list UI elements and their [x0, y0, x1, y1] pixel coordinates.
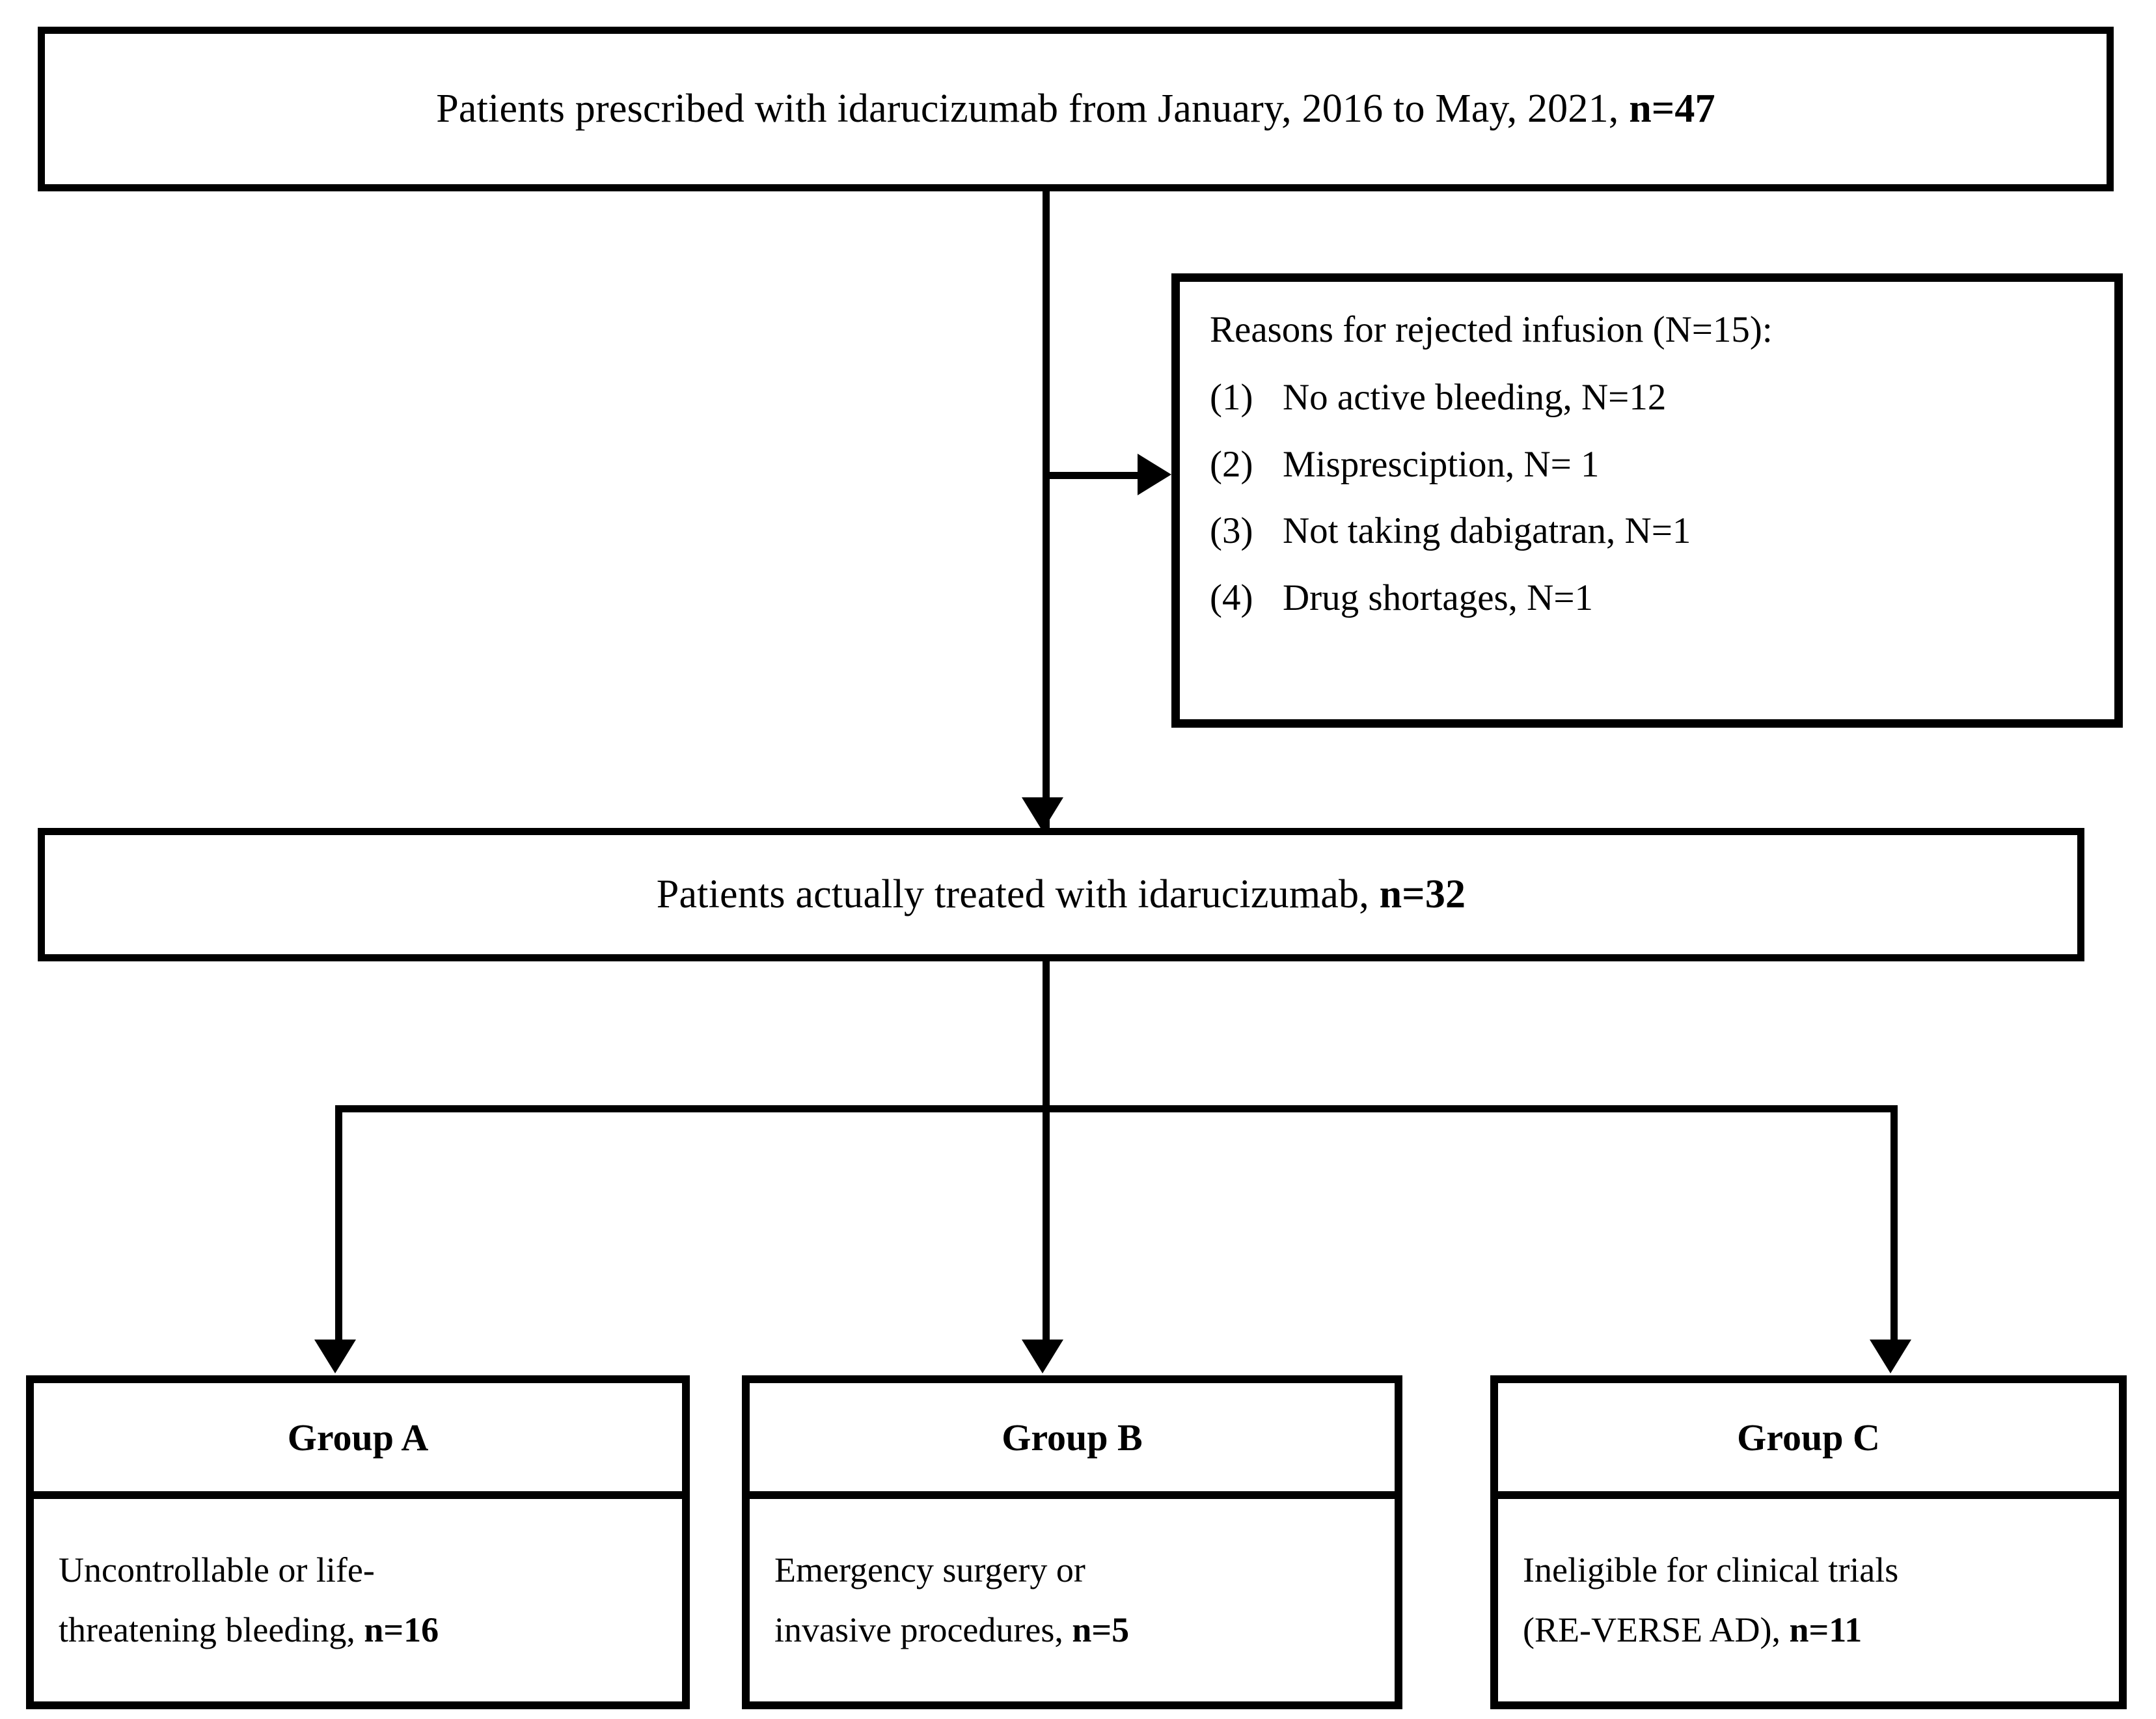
group-a-line-1: Uncontrollable or life- [59, 1550, 375, 1589]
connector-reasons-branch [1043, 472, 1140, 479]
node-patients-treated-count: n=32 [1379, 872, 1466, 916]
group-b-line-1: Emergency surgery or [774, 1550, 1085, 1589]
list-item: (2) Mispresciption, N= 1 [1210, 443, 2114, 487]
list-item-label: Drug shortages, N=1 [1283, 577, 1593, 618]
list-item-number: (4) [1210, 577, 1253, 618]
connector-top-stem [1043, 191, 1050, 833]
node-group-a: Group A Uncontrollable or life- threaten… [26, 1375, 690, 1709]
rejected-reasons-list: (1) No active bleeding, N=12 (2) Mispres… [1210, 376, 2114, 620]
group-c-line-1: Ineligible for clinical trials [1523, 1550, 1899, 1589]
arrow-right-icon [1138, 454, 1171, 495]
group-a-line-2-label: threatening bleeding, [59, 1610, 364, 1649]
group-b-header-label: Group B [1002, 1416, 1143, 1459]
group-c-header-label: Group C [1737, 1416, 1880, 1459]
group-a-header-label: Group A [287, 1416, 429, 1459]
list-item-number: (2) [1210, 443, 1253, 485]
node-patients-treated-text: Patients actually treated with idarucizu… [657, 870, 1466, 920]
list-item-number: (1) [1210, 377, 1253, 419]
list-item-number: (3) [1210, 510, 1253, 552]
list-item-label: No active bleeding, N=12 [1283, 377, 1667, 419]
arrow-down-icon [1870, 1340, 1911, 1373]
connector-group-c-stem [1890, 1105, 1898, 1354]
group-a-header: Group A [34, 1383, 682, 1499]
node-patients-prescribed: Patients prescribed with idarucizumab fr… [38, 27, 2114, 191]
list-item: (1) No active bleeding, N=12 [1210, 376, 2114, 420]
connector-group-a-stem [335, 1105, 342, 1354]
node-rejected-infusion-reasons: Reasons for rejected infusion (N=15): (1… [1171, 273, 2123, 728]
group-b-header: Group B [750, 1383, 1395, 1499]
list-item: (3) Not taking dabigatran, N=1 [1210, 509, 2114, 553]
list-item-label: Not taking dabigatran, N=1 [1283, 510, 1691, 552]
group-b-line-2: invasive procedures, n=5 [774, 1610, 1375, 1651]
arrow-down-icon [314, 1340, 356, 1373]
node-group-b: Group B Emergency surgery or invasive pr… [742, 1375, 1402, 1709]
group-c-header: Group C [1498, 1383, 2119, 1499]
node-patients-prescribed-label: Patients prescribed with idarucizumab fr… [436, 86, 1630, 131]
group-b-line-2-label: invasive procedures, [774, 1610, 1072, 1649]
arrow-down-icon [1022, 797, 1063, 831]
group-c-body: Ineligible for clinical trials (RE-VERSE… [1498, 1499, 2119, 1701]
node-patients-treated-label: Patients actually treated with idarucizu… [656, 872, 1380, 916]
connector-group-b-stem [1043, 1105, 1050, 1354]
group-c-line-2: (RE-VERSE AD), n=11 [1523, 1610, 2099, 1651]
group-b-count: n=5 [1072, 1610, 1130, 1649]
node-group-c: Group C Ineligible for clinical trials (… [1490, 1375, 2127, 1709]
node-patients-prescribed-count: n=47 [1629, 86, 1715, 131]
group-a-line-2: threatening bleeding, n=16 [59, 1610, 662, 1651]
group-b-body: Emergency surgery or invasive procedures… [750, 1499, 1395, 1701]
list-item: (4) Drug shortages, N=1 [1210, 576, 2114, 620]
list-item-label: Mispresciption, N= 1 [1283, 443, 1600, 485]
connector-middle-stem [1043, 961, 1050, 1112]
connector-split-bar [338, 1105, 1898, 1112]
group-a-body: Uncontrollable or life- threatening blee… [34, 1499, 682, 1701]
rejected-reasons-title: Reasons for rejected infusion (N=15): [1210, 309, 1773, 350]
group-c-count: n=11 [1789, 1610, 1863, 1649]
group-c-line-2-label: (RE-VERSE AD), [1523, 1610, 1790, 1649]
node-patients-treated: Patients actually treated with idarucizu… [38, 828, 2084, 961]
node-patients-prescribed-text: Patients prescribed with idarucizumab fr… [436, 84, 1715, 135]
group-a-count: n=16 [364, 1610, 439, 1649]
arrow-down-icon [1022, 1340, 1063, 1373]
